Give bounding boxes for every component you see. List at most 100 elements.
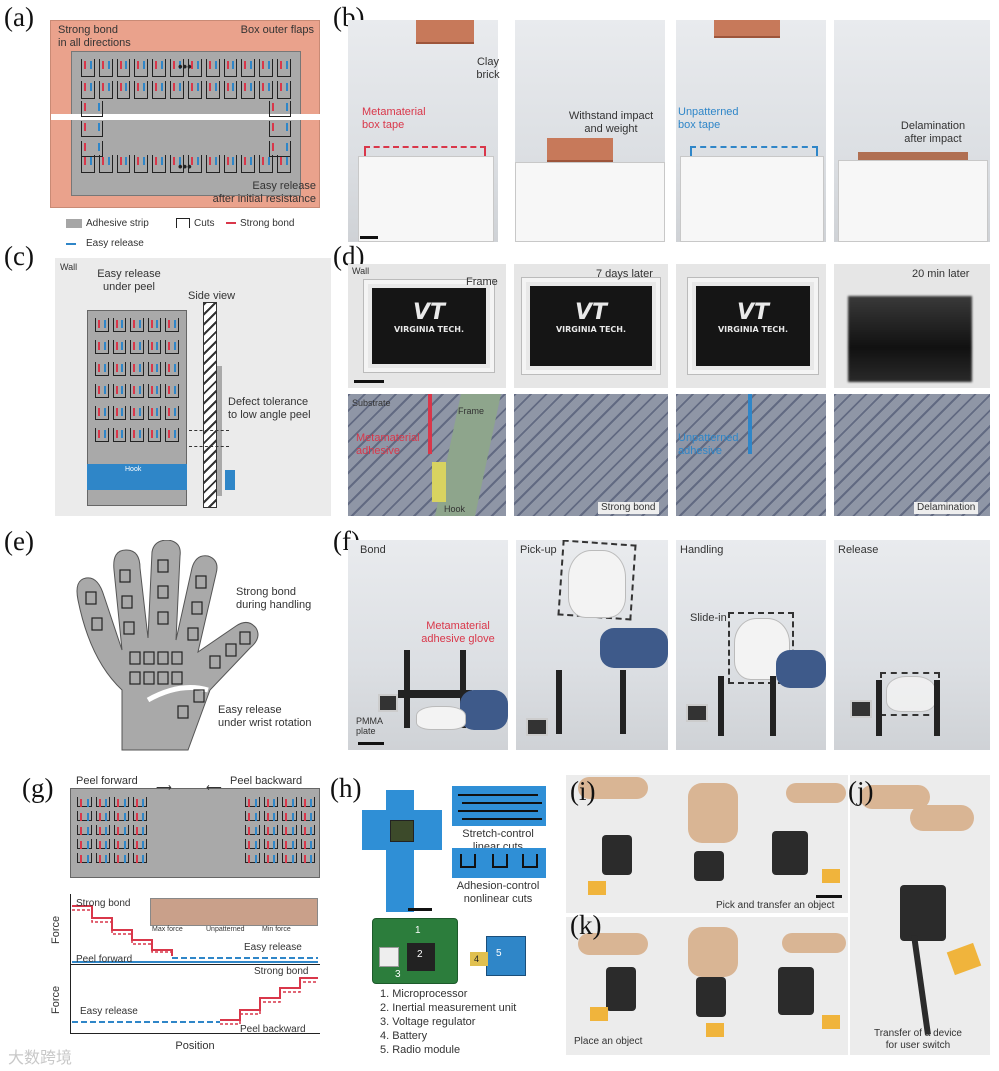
ellipsis-top: ••• <box>178 59 192 74</box>
legend-cuts-label: Cuts <box>194 218 215 229</box>
d-vt-logo-3: VT <box>736 300 770 325</box>
g-easy-release-label: Easy release <box>244 942 302 953</box>
panel-c-diagram: Hook <box>55 258 331 516</box>
e-strong-bond-label: Strong bond during handling <box>236 586 312 611</box>
h-chip-5: 5 <box>496 948 502 959</box>
panel-label-k: (k) <box>570 910 602 940</box>
d-photo-bottom-4 <box>834 394 990 516</box>
f-bond-label: Bond <box>360 544 386 556</box>
d-frame2-label: Frame <box>458 406 485 416</box>
g-strip-diagram <box>70 788 320 878</box>
d-photo-top-3: VT VIRGINIA TECH. <box>676 264 826 388</box>
h-stretch-cuts-sample <box>452 786 546 826</box>
d-hook-label: Hook <box>444 504 466 514</box>
legend-easy-icon <box>66 243 76 245</box>
g-force-label-2: Force <box>50 985 62 1014</box>
i-caption: Pick and transfer an object <box>716 900 835 911</box>
d-photo-bottom-1 <box>348 394 506 516</box>
b-photo-1 <box>348 20 498 242</box>
g-strong-bond2-label: Strong bond <box>254 966 309 977</box>
d-photo-top-4 <box>834 264 990 388</box>
panel-label-i: (i) <box>570 776 596 806</box>
c-side-view-label: Side view <box>188 290 236 302</box>
j-caption: Transfer of a device for user switch <box>873 1028 962 1051</box>
d-unpatterned-adhesive-label: Unpatterned adhesive <box>678 432 739 457</box>
d-wall-label: Wall <box>352 266 370 276</box>
f-release-label: Release <box>838 544 879 556</box>
d-7days-label: 7 days later <box>596 268 653 280</box>
g-force-label-1: Force <box>50 915 62 944</box>
h-component-4: 4. Battery <box>380 1030 428 1042</box>
h-adhesion-cuts-sample <box>452 848 546 878</box>
b-photo-4 <box>834 20 990 242</box>
j-photo <box>850 775 990 1055</box>
ellipsis-bottom: ••• <box>178 159 192 174</box>
f-glove-label: Metamaterial adhesive glove <box>421 620 495 645</box>
panel-label-j: (j) <box>848 776 874 806</box>
h-component-2: 2. Inertial measurement unit <box>380 1002 517 1014</box>
i-photo <box>566 775 848 913</box>
c-side-view-wall <box>203 302 217 508</box>
b-unpatterned-tape-label: Unpatterned box tape <box>678 106 739 131</box>
g-strong-bond-label: Strong bond <box>76 898 131 909</box>
f-pickup-label: Pick-up <box>520 544 557 556</box>
g-max-force-label: Max force <box>152 926 183 933</box>
f-pmma-label: PMMA plate <box>356 716 383 737</box>
legend-strong-icon <box>226 222 236 224</box>
h-chip-1: 1 <box>415 925 421 936</box>
e-easy-release-label: Easy release under wrist rotation <box>218 704 312 729</box>
b-delamination-label: Delamination after impact <box>900 120 966 145</box>
legend-strong-label: Strong bond <box>240 218 295 229</box>
k-caption: Place an object <box>574 1036 643 1047</box>
d-photo-top-2: VT VIRGINIA TECH. <box>514 264 668 388</box>
d-frame-label: Frame <box>466 276 498 288</box>
g-easy-release2-label: Easy release <box>80 1006 138 1017</box>
h-component-1: 1. Microprocessor <box>380 988 468 1000</box>
d-photo-bottom-3 <box>676 394 826 516</box>
b-clay-brick-label: Clay brick <box>476 56 500 81</box>
a-easy-release-label: Easy release after initial resistance <box>212 180 316 205</box>
f-photo-handling <box>676 540 826 750</box>
g-force-graphs <box>70 894 320 1034</box>
c-defect-tolerance-label: Defect tolerance to low angle peel <box>228 396 311 421</box>
h-component-5: 5. Radio module <box>380 1044 461 1056</box>
h-chip-4: 4 <box>474 954 480 964</box>
b-withstand-label: Withstand impact and weight <box>568 110 654 135</box>
g-min-force-label: Min force <box>262 926 291 933</box>
d-vt-logo-1: VT <box>412 300 446 325</box>
g-unpatterned-label: Unpatterned <box>206 926 245 933</box>
d-substrate-label: Substrate <box>352 398 391 408</box>
h-device-photo <box>362 790 442 912</box>
e-glove-diagram <box>76 540 259 751</box>
panel-label-c: (c) <box>4 241 34 271</box>
d-metamaterial-adhesive-label: Metamaterial adhesive <box>356 432 420 457</box>
h-chip-2: 2 <box>417 949 423 960</box>
d-photo-top-1: VT VIRGINIA TECH. <box>348 264 506 388</box>
d-vt-text-2: VIRGINIA TECH. <box>555 325 627 334</box>
d-vt-text-1: VIRGINIA TECH. <box>393 325 465 334</box>
g-peel-backward-label: Peel backward <box>240 1024 306 1035</box>
f-slide-in-label: Slide-in <box>690 612 727 624</box>
c-hook-band <box>87 464 187 490</box>
b-photo-2 <box>515 20 665 242</box>
h-adhesion-control-label: Adhesion-control nonlinear cuts <box>456 880 540 905</box>
g-arrow-right-icon: ⟶ <box>156 782 172 794</box>
g-peel-forward-top-label: Peel forward <box>76 775 138 787</box>
panel-label-a: (a) <box>4 2 34 32</box>
d-delamination-label: Delamination <box>914 502 979 514</box>
b-photo-3 <box>676 20 826 242</box>
g-position-label: Position <box>175 1040 215 1052</box>
f-photo-release <box>834 540 990 750</box>
d-vt-logo-2: VT <box>574 300 608 325</box>
d-20min-label: 20 min later <box>912 268 970 280</box>
panel-label-e: (e) <box>4 526 34 556</box>
h-chip-3: 3 <box>395 969 401 980</box>
k-photo <box>566 917 848 1055</box>
legend-cuts-icon <box>176 218 190 228</box>
legend-adhesive-label: Adhesive strip <box>86 218 149 229</box>
d-vt-text-3: VIRGINIA TECH. <box>717 325 789 334</box>
d-strong-bond-label: Strong bond <box>598 502 659 514</box>
h-battery-module: 5 4 <box>470 932 534 982</box>
legend-easy-label: Easy release <box>86 238 144 249</box>
g-peel-forward-label: Peel forward <box>76 954 133 965</box>
